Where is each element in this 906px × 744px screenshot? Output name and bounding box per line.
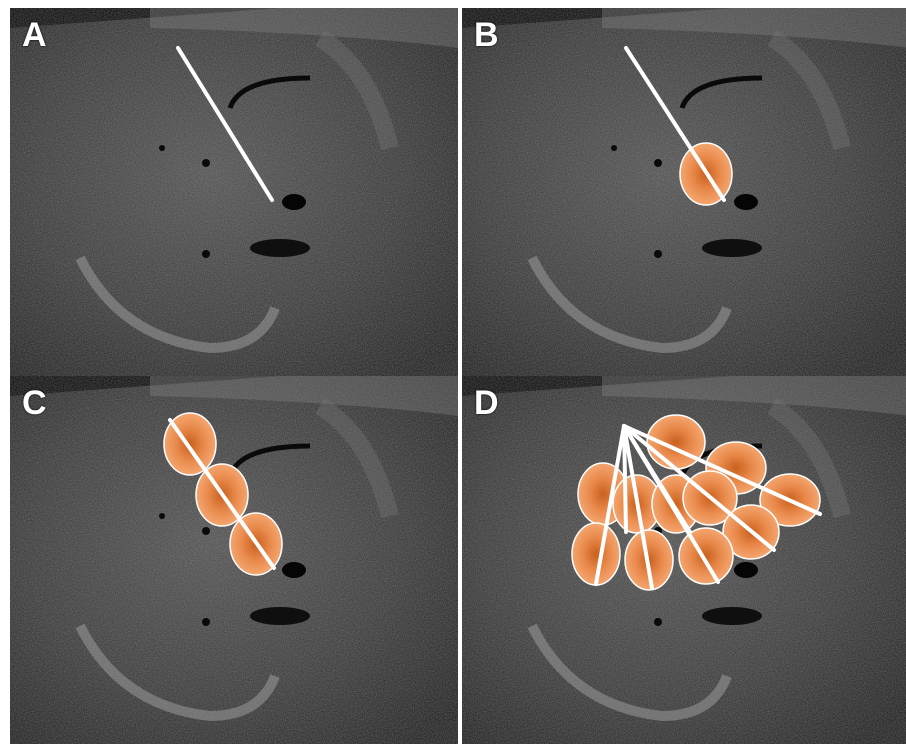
ultrasound-image-c [10,376,458,744]
ultrasound-image-b [462,8,906,376]
panel-d: D [462,376,906,744]
ultrasound-image-a [10,8,458,376]
panel-label-b: B [474,18,499,52]
panel-label-c: C [22,386,47,420]
ultrasound-image-d [462,376,906,744]
panel-label-a: A [22,18,47,52]
panel-a: A [10,8,458,376]
panel-label-d: D [474,386,499,420]
panel-c: C [10,376,458,744]
panel-b: B [462,8,906,376]
